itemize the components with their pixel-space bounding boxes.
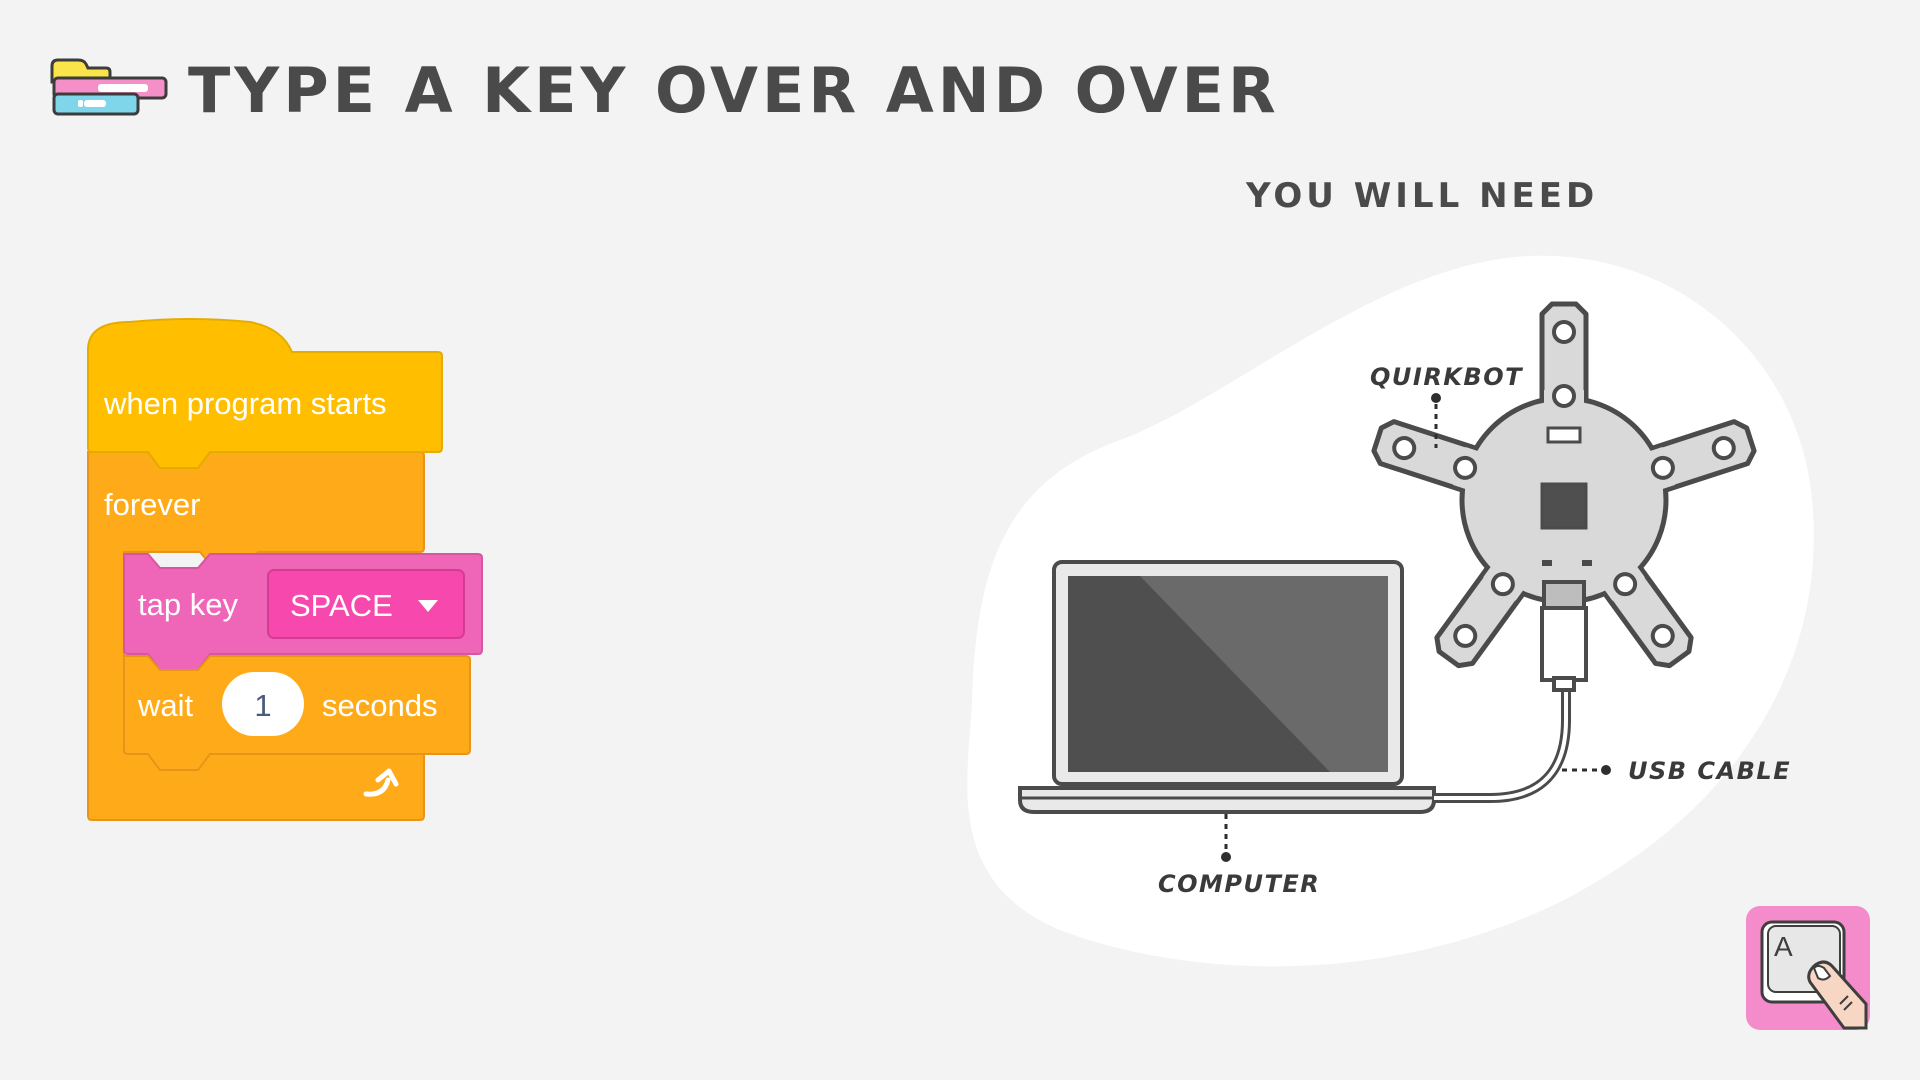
wait-block[interactable]: wait 1 seconds	[123, 655, 471, 771]
quirkbot-board	[1371, 301, 1757, 692]
wait-unit-label: seconds	[322, 688, 437, 723]
loop-arrow-icon	[363, 768, 399, 797]
quirkbot-callout: QUIRKBOT	[1370, 363, 1523, 448]
quirkbot-label: QUIRKBOT	[1370, 363, 1523, 391]
key-dropdown[interactable]: SPACE	[267, 569, 465, 639]
header: TYPE A KEY OVER AND OVER	[48, 50, 1280, 130]
when-program-starts-label: when program starts	[103, 386, 387, 421]
wait-label: wait	[137, 688, 194, 723]
block-program: forever when program starts tap key SPAC…	[87, 318, 483, 821]
computer-label: COMPUTER	[1158, 870, 1320, 898]
wait-value: 1	[254, 688, 271, 723]
usb-cable-label: USB CABLE	[1628, 757, 1791, 785]
page-title: TYPE A KEY OVER AND OVER	[188, 53, 1280, 127]
tap-key-block[interactable]: tap key SPACE	[123, 553, 483, 671]
chevron-down-icon	[418, 600, 438, 612]
laptop-computer	[1018, 560, 1436, 814]
keyboard-category-icon	[50, 58, 168, 116]
forever-label: forever	[104, 487, 200, 522]
key-dropdown-value: SPACE	[290, 588, 393, 623]
tap-key-label: tap key	[138, 587, 238, 622]
keyboard-key-a-icon: A	[1746, 906, 1870, 1030]
when-program-starts-block[interactable]: when program starts	[87, 318, 443, 469]
usb-cable-callout: USB CABLE	[1562, 757, 1791, 785]
computer-callout: COMPUTER	[1158, 814, 1320, 898]
you-will-need-heading: YOU WILL NEED	[1246, 176, 1599, 216]
wait-value-input[interactable]	[222, 672, 304, 736]
key-letter: A	[1774, 931, 1793, 962]
